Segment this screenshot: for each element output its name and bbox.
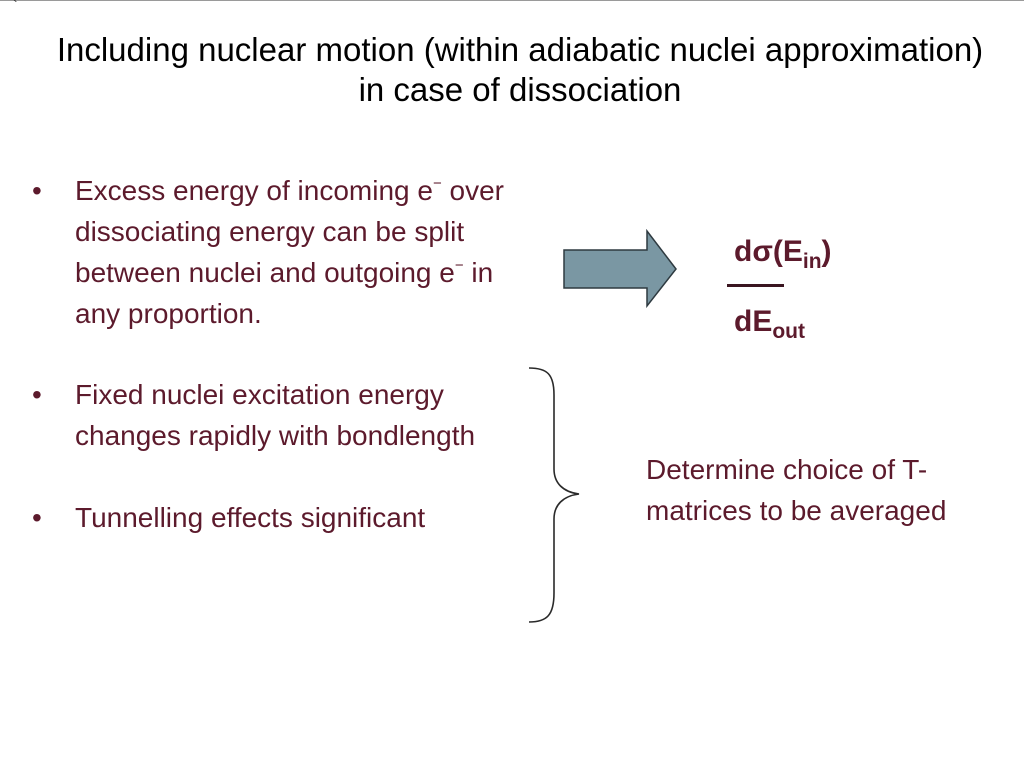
bullet-item-tunnelling: • Tunnelling effects significant <box>28 497 538 538</box>
bullet-text-part: Excess energy of incoming e <box>75 175 433 206</box>
top-rule <box>0 0 1024 1</box>
corner-mark: ` <box>13 0 18 13</box>
formula-sub-out: out <box>772 320 805 343</box>
formula-close: ) <box>821 235 832 268</box>
bullet-list: • Excess energy of incoming e− over diss… <box>28 170 538 538</box>
averaging-note: Determine choice of T-matrices to be ave… <box>646 454 947 526</box>
bullet-text-part: in any proportion. <box>75 257 494 329</box>
bullet-dot: • <box>32 379 42 410</box>
right-arrow-icon <box>563 229 677 309</box>
cross-section-formula: dσ(Ein) dEout <box>734 232 832 342</box>
formula-d: d <box>734 235 753 268</box>
electron-superscript: − <box>432 175 442 192</box>
formula-sub-in: in <box>802 250 822 273</box>
fraction-bar <box>727 284 784 287</box>
formula-dE: dE <box>734 305 773 338</box>
bullet-item-fixed-nuclei: • Fixed nuclei excitation energy changes… <box>28 374 538 456</box>
formula-denominator: dEout <box>734 302 832 342</box>
formula-numerator: dσ(Ein) <box>734 232 832 272</box>
electron-superscript: − <box>454 257 464 274</box>
bullet-text: Tunnelling effects significant <box>75 502 426 533</box>
slide-title: Including nuclear motion (within adiabat… <box>56 31 984 108</box>
formula-open: (E <box>772 235 803 268</box>
arrow-shape <box>563 229 677 309</box>
bullet-dot: • <box>32 175 42 206</box>
bullet-text: Fixed nuclei excitation energy changes r… <box>75 379 476 451</box>
bullet-text-part: over dissociating energy can be split be… <box>75 175 504 288</box>
bullet-dot: • <box>32 502 42 533</box>
bullet-item-excess-energy: • Excess energy of incoming e− over diss… <box>28 170 538 334</box>
right-curly-brace <box>528 367 580 623</box>
formula-sigma: σ <box>752 235 773 268</box>
